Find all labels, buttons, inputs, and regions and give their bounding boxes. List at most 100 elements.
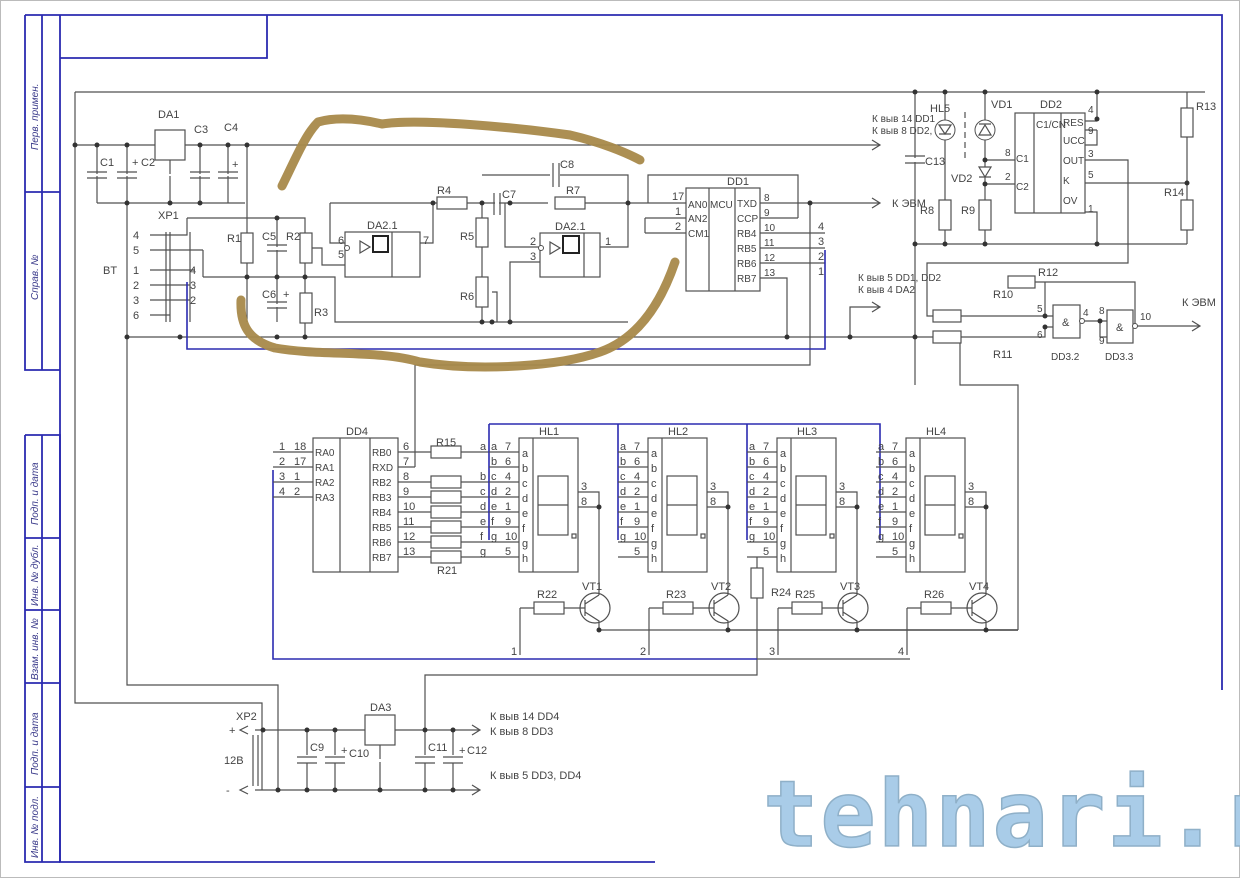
label-c2: C2 (141, 157, 155, 169)
segment-letter: c (651, 478, 657, 490)
pin-number: 3 (530, 251, 536, 263)
resistor-r4 (436, 196, 468, 210)
pin-number: 3 (968, 481, 974, 493)
transistor-vt3 (837, 592, 869, 624)
pin-number: 3 (190, 280, 196, 292)
pin-number: 3 (710, 481, 716, 493)
label-r5: R5 (460, 231, 474, 243)
resistor-r2 (299, 232, 313, 264)
note-bottom-2: К выв 8 DD3 (490, 726, 553, 738)
pin-number: 2 (190, 295, 196, 307)
pin-number: 3 (581, 481, 587, 493)
pin-segment: b (749, 456, 755, 468)
pin-segment: c (620, 471, 626, 483)
label-dd1: DD1 (727, 176, 749, 188)
pin-number: 6 (338, 235, 344, 247)
resistor-r6 (475, 276, 489, 308)
cell-inv-dubl: Инв. № дубл. (29, 545, 41, 607)
label-to-pc: К ЭВМ (892, 198, 926, 210)
segment-letter: g (522, 538, 528, 550)
segment-letter: h (522, 553, 528, 565)
pin-number: 2 (763, 486, 769, 498)
resistor-r7 (554, 196, 586, 210)
filter-network: R4 R5 R6 C7 C8 R7 (436, 159, 586, 308)
pin-label: RB0 (372, 448, 392, 459)
label-xp2: XP2 (236, 711, 257, 723)
label-c5: C5 (262, 231, 276, 243)
resistor-r26 (920, 601, 952, 615)
pin-number: 6 (763, 456, 769, 468)
display-label: HL3 (797, 426, 817, 438)
segment-letter: f (522, 523, 526, 535)
pin-number: 10 (764, 223, 776, 234)
pin-label: RA0 (315, 448, 335, 459)
label-dd3-2: DD3.2 (1051, 352, 1080, 363)
label-r13: R13 (1196, 101, 1216, 113)
pin-segment: g (749, 531, 755, 543)
segment-letter: c (522, 478, 528, 490)
label-r7: R7 (566, 185, 580, 197)
pin-number: 4 (133, 230, 139, 242)
pin-segment: d (491, 486, 497, 498)
pin-number: 10 (1140, 312, 1152, 323)
transistor-label: VT2 (711, 581, 731, 593)
resistor-label: R26 (924, 589, 944, 601)
label-r1: R1 (227, 233, 241, 245)
pin-number: 1 (818, 266, 824, 278)
pin-number: 11 (403, 516, 414, 528)
cell-inv-podl: Инв. № подл. (30, 796, 41, 858)
segment-label: a (480, 441, 487, 453)
pin-number: 2 (279, 456, 285, 468)
label-dd3-3: DD3.3 (1105, 352, 1134, 363)
resistor-r24 (750, 567, 764, 599)
capacitor-symbols (87, 171, 238, 179)
pin-segment: b (491, 456, 497, 468)
highlight-stroke-top (277, 114, 645, 191)
pin-number: 4 (1083, 308, 1089, 319)
pin-segment: e (749, 501, 755, 513)
pin-number: 2 (505, 486, 511, 498)
pin-number: 1 (505, 501, 511, 513)
segment-letter: d (522, 493, 528, 505)
segment-label: c (480, 486, 486, 498)
pin-number: 6 (892, 456, 898, 468)
pin-number: 4 (818, 221, 824, 233)
resistor-r1 (240, 232, 254, 264)
pin-label: CCP (737, 214, 758, 225)
label-da2-1: DA2.1 (555, 221, 586, 233)
pin-number: 8 (1005, 148, 1011, 159)
pin-label: RB4 (737, 229, 757, 240)
pin-label: RB7 (372, 553, 392, 564)
segment-letter: a (909, 448, 916, 460)
pin-number: 1 (279, 441, 285, 453)
pin-number: 9 (634, 516, 640, 528)
pin-number: 3 (279, 471, 285, 483)
pin-number: 3 (839, 481, 845, 493)
label-r21: R21 (437, 565, 457, 577)
pin-number: 6 (505, 456, 511, 468)
pin-number: 7 (505, 441, 511, 453)
transistor-vt2 (708, 592, 740, 624)
cell-sprav-no: Справ. № (30, 254, 41, 300)
label-to-pc-2: К ЭВМ (1182, 297, 1216, 309)
label-bt: BT (103, 265, 117, 277)
pin-number: 2 (675, 221, 681, 233)
segment-label: f (480, 531, 484, 543)
pin-number: 6 (1037, 330, 1043, 341)
note-bottom-1: К выв 14 DD4 (490, 711, 559, 723)
segment-letter: d (780, 493, 786, 505)
timer-dd2: DD2 C1/CN RES UCC OUT K OV C1 C2 4 9 3 5… (1005, 99, 1094, 215)
pin-number: 9 (1088, 126, 1094, 137)
label-r4: R4 (437, 185, 451, 197)
pin-number: 3 (1088, 149, 1094, 160)
line-number: 3 (769, 646, 775, 658)
capacitor-symbols (493, 163, 560, 215)
plus-terminal: + (229, 725, 235, 737)
cell-podp-data-2: Подп. и дата (30, 712, 41, 775)
resistor-r8 (938, 199, 952, 231)
label-c6: C6 (262, 289, 276, 301)
resistor (430, 550, 462, 564)
